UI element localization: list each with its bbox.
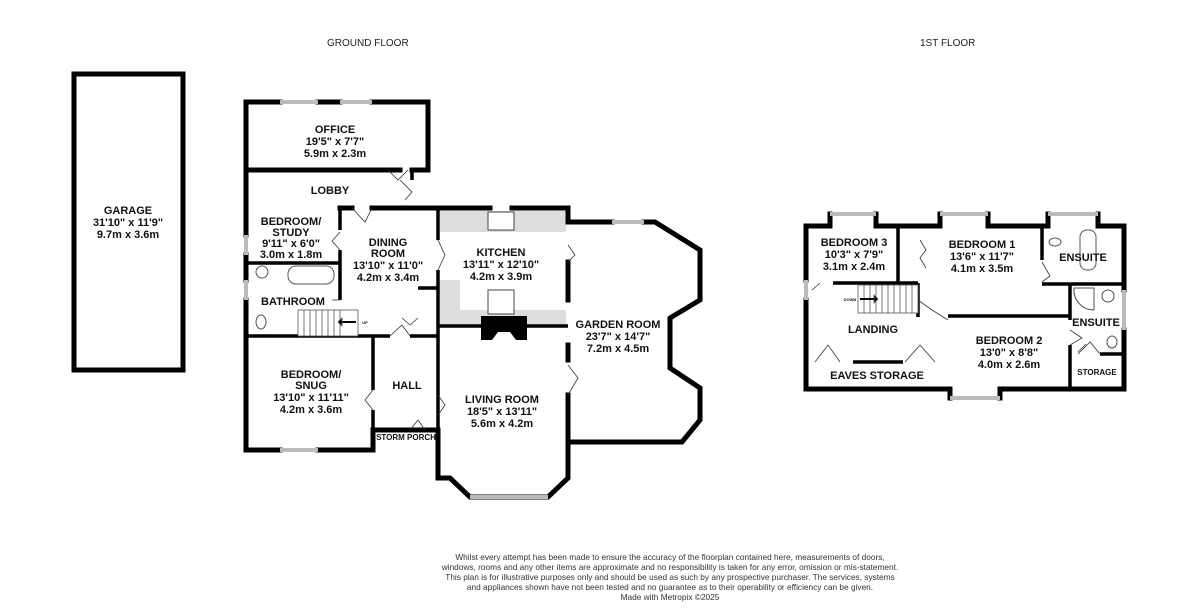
svg-text:ENSUITE: ENSUITE [1059, 252, 1107, 264]
svg-text:HALL: HALL [392, 380, 422, 392]
sink-icon [487, 211, 515, 231]
stairs [857, 284, 919, 314]
svg-text:BEDROOM 213'0" x 8'8"4.0m x: BEDROOM 213'0" x 8'8"4.0m x 2.6m [976, 335, 1043, 371]
basin-icon [255, 265, 269, 279]
svg-text:UP: UP [362, 320, 368, 325]
toilet-icon [255, 314, 267, 330]
toilet-icon [1106, 335, 1118, 349]
bath-icon [287, 265, 335, 285]
svg-text:EAVES STORAGE: EAVES STORAGE [830, 370, 924, 382]
svg-text:STORM PORCH: STORM PORCH [376, 433, 436, 442]
metropix-credit: Made with Metropix ©2025 [620, 592, 720, 602]
svg-text:LANDING: LANDING [848, 324, 898, 336]
fireplace-icon [481, 316, 527, 340]
hob-icon [487, 289, 515, 315]
first-floor-title: 1ST FLOOR [920, 38, 976, 49]
svg-text:LOBBY: LOBBY [311, 185, 350, 197]
bath-icon [1079, 229, 1097, 271]
svg-text:STORAGE: STORAGE [1077, 368, 1117, 377]
shower-icon [1073, 287, 1095, 311]
toilet-icon [1048, 237, 1062, 247]
basin-icon [1101, 289, 1115, 303]
svg-text:BEDROOM 113'6" x 11'7"4.1m x: BEDROOM 113'6" x 11'7"4.1m x 3.5m [949, 239, 1016, 275]
svg-text:BEDROOM 310'3" x 7'9"3.1m x: BEDROOM 310'3" x 7'9"3.1m x 2.4m [821, 237, 888, 273]
stairs [297, 309, 359, 337]
svg-text:BATHROOM: BATHROOM [261, 296, 325, 308]
svg-text:ENSUITE: ENSUITE [1072, 317, 1120, 329]
disclaimer-text: Whilst every attempt has been made to en… [441, 552, 899, 592]
svg-text:DOWN: DOWN [844, 297, 857, 302]
kitchen-island [440, 280, 566, 326]
disclaimer: Whilst every attempt has been made to en… [440, 552, 900, 602]
ground-floor-title: GROUND FLOOR [327, 38, 409, 49]
